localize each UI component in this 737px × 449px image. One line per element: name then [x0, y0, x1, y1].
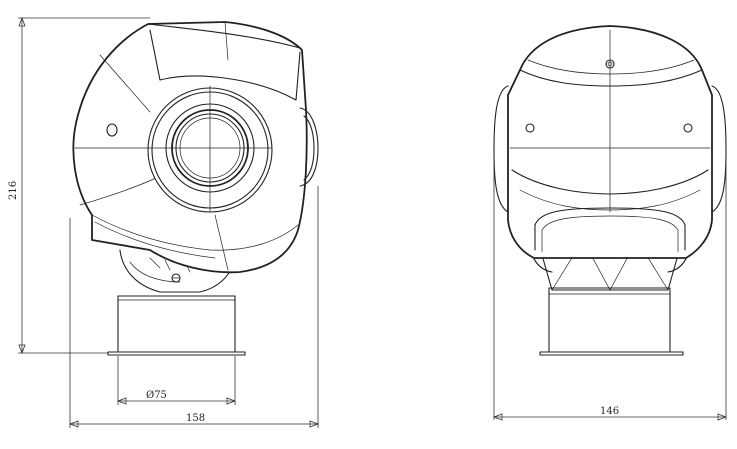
left-window-right	[493, 85, 509, 213]
gimbal-lower-left	[119, 249, 235, 293]
chin-housing-inner	[541, 215, 679, 253]
side-screw-left	[525, 123, 535, 133]
diameter-label: Ø75	[146, 390, 167, 401]
seam-4	[214, 214, 229, 271]
shield-edge-left	[147, 23, 301, 49]
width-arrows	[68, 420, 320, 428]
shield-seam-left	[224, 21, 229, 61]
height-arrows	[18, 16, 26, 355]
right-view: 146	[492, 25, 728, 421]
chin-housing-right	[534, 207, 686, 251]
diameter-arrows	[116, 397, 237, 405]
diameter-ext-lines	[117, 356, 236, 405]
height-label: 216	[8, 181, 19, 200]
mount-hole-left	[106, 123, 118, 137]
left-view: 216 Ø75 158	[8, 16, 320, 428]
seam-1	[99, 54, 151, 113]
base-cylinder-right	[548, 287, 671, 353]
base-cylinder-left	[117, 295, 236, 353]
side-screw-right	[683, 123, 693, 133]
lower-rim-2-left	[94, 221, 216, 259]
lens-centerlines	[147, 85, 273, 213]
seam-3	[79, 175, 161, 206]
width-ext-lines	[69, 186, 319, 428]
base-plate-right	[539, 351, 684, 356]
right-window-right	[711, 85, 727, 213]
shield-panel-left	[149, 29, 301, 101]
side-width-ext-lines	[493, 160, 727, 420]
screw-left	[171, 273, 181, 283]
side-window-left	[299, 107, 319, 187]
lower-contour-2	[519, 189, 701, 211]
side-width-arrows	[492, 413, 728, 421]
base-plate-left	[107, 351, 246, 356]
side-window-inner-left	[303, 115, 315, 181]
height-ext-lines	[18, 17, 150, 354]
side-width-label: 146	[600, 406, 619, 417]
lower-contour-1	[511, 169, 709, 195]
lower-rim-left	[91, 214, 299, 251]
width-label: 158	[186, 413, 205, 424]
